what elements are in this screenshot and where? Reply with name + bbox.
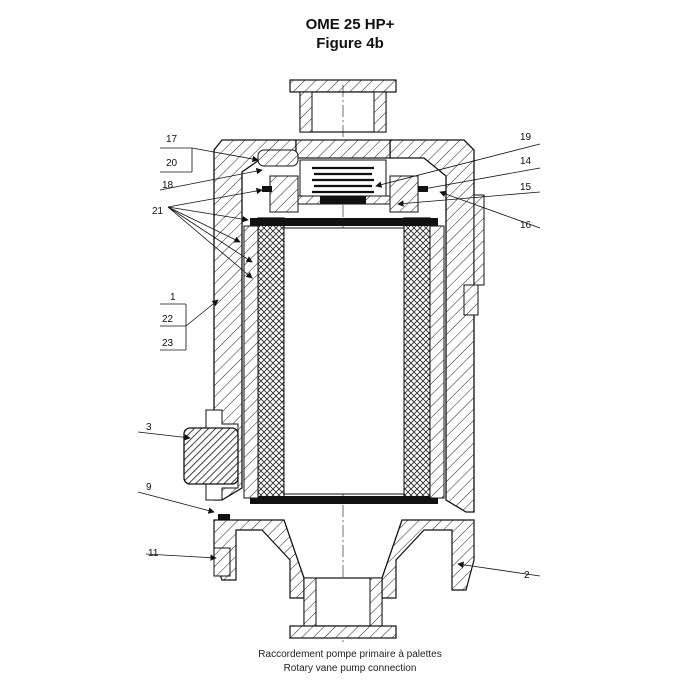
callout-20: 20 xyxy=(166,158,178,169)
filter-cartridge xyxy=(243,217,445,504)
spring-valve xyxy=(269,159,419,213)
callout-23: 23 xyxy=(162,338,174,349)
callout-17: 17 xyxy=(166,134,178,145)
caption-english: Rotary vane pump connection xyxy=(283,663,417,674)
top-inlet-flange xyxy=(289,79,397,645)
callout-18: 18 xyxy=(162,180,174,191)
callout-2: 2 xyxy=(524,570,530,581)
callout-19: 19 xyxy=(520,132,532,143)
callout-15: 15 xyxy=(520,182,532,193)
callout-22: 22 xyxy=(162,314,174,325)
caption-french: Raccordement pompe primaire à palettes xyxy=(258,649,442,660)
callout-3: 3 xyxy=(146,422,152,433)
drain-plug xyxy=(183,409,239,501)
callout-9: 9 xyxy=(146,482,152,493)
callout-16: 16 xyxy=(520,220,532,231)
right-callouts xyxy=(375,143,541,577)
figure-title: OME 25 HP+ xyxy=(305,16,395,33)
callout-1: 1 xyxy=(170,292,176,303)
callout-11: 11 xyxy=(148,548,159,559)
bottom-cone-body xyxy=(213,519,475,599)
callout-14: 14 xyxy=(520,156,532,167)
figure-subtitle: Figure 4b xyxy=(316,35,384,52)
callout-21: 21 xyxy=(152,206,164,217)
outer-housing xyxy=(213,139,485,513)
bottom-outlet-flange xyxy=(289,577,397,639)
left-callouts xyxy=(137,147,263,561)
